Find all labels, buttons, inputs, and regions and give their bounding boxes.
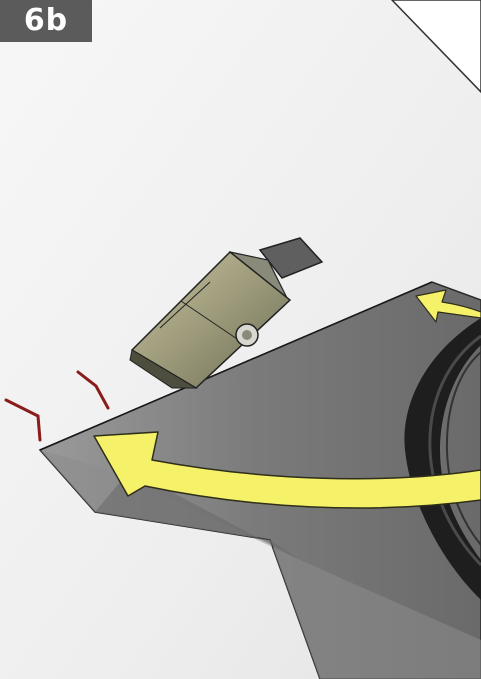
step-badge: 6b (0, 0, 92, 42)
